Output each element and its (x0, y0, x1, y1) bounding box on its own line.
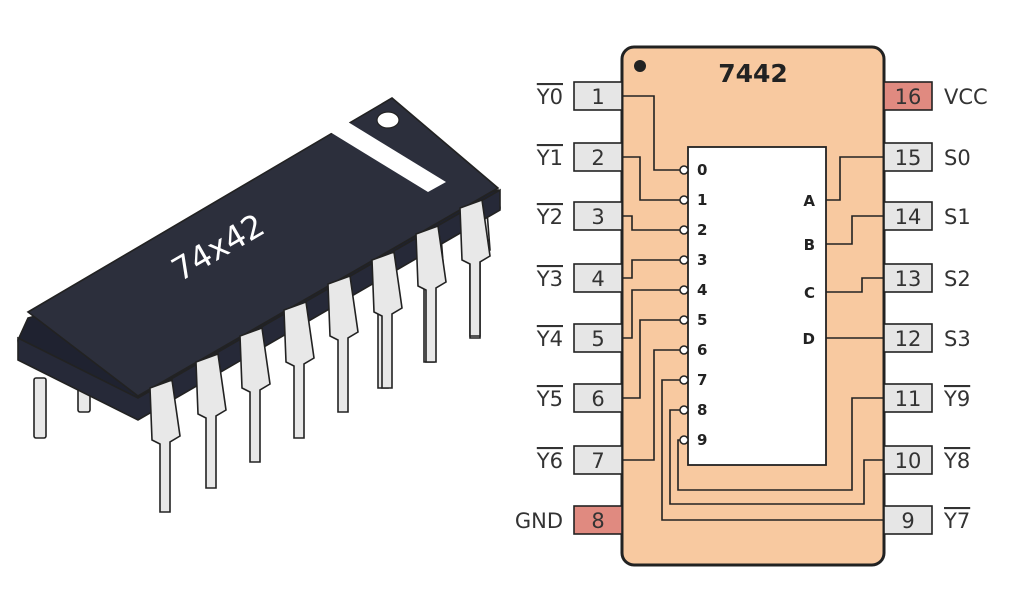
inner-input-c: C (804, 284, 815, 302)
inner-output-4: 4 (697, 281, 707, 299)
chip-stripe (330, 122, 446, 192)
pin-label-y0: Y0 (536, 85, 563, 109)
pin-label-y1: Y1 (536, 146, 563, 170)
pin-box-3 (573, 201, 623, 231)
pin-number-6: 6 (591, 387, 604, 411)
inner-output-labels: 0 1 2 3 4 5 6 7 8 9 (697, 161, 707, 449)
pin-box-6 (573, 383, 623, 413)
pin-number-1: 1 (591, 85, 604, 109)
inner-output-6: 6 (697, 341, 707, 359)
pin-number-9: 9 (901, 509, 914, 533)
pin-box-16 (883, 81, 933, 111)
pin-number-14: 14 (895, 205, 922, 229)
inner-output-2: 2 (697, 221, 707, 239)
pin-label-y7: Y7 (943, 509, 970, 533)
pin-box-9 (883, 505, 933, 535)
inner-input-a: A (803, 192, 815, 210)
pin1-dot (634, 60, 646, 72)
pin-number-8: 8 (591, 509, 604, 533)
pin-label-y3: Y3 (536, 267, 563, 291)
pin-number-11: 11 (895, 387, 922, 411)
pin-box-15 (883, 142, 933, 172)
inner-output-7: 7 (697, 371, 707, 389)
ic-title: 7442 (718, 59, 788, 88)
pin-label-vcc: VCC (944, 85, 988, 109)
pin-number-16: 16 (895, 85, 922, 109)
pin-label-s0: S0 (944, 146, 971, 170)
wires (622, 95, 884, 521)
inner-input-d: D (803, 330, 815, 348)
inner-output-3: 3 (697, 251, 707, 269)
pin-label-y9: Y9 (943, 387, 970, 411)
pin-label-y5: Y5 (536, 387, 563, 411)
inner-output-8: 8 (697, 401, 707, 419)
dip-chip-illustration: 74x42 (17, 97, 501, 513)
pin-label-gnd: GND (515, 509, 563, 533)
pin-label-y2: Y2 (536, 205, 563, 229)
right-pin-numbers: 16 15 14 13 12 11 10 9 (895, 85, 922, 533)
inner-input-b: B (804, 236, 815, 254)
output-bubbles (679, 165, 689, 445)
inner-output-9: 9 (697, 431, 707, 449)
pinout-diagram: 7 4 4 2 (515, 45, 988, 567)
chip-body-top (26, 97, 500, 397)
left-pin-boxes (573, 81, 623, 535)
front-pin-row (149, 198, 491, 513)
pin-number-5: 5 (591, 327, 604, 351)
pin-number-15: 15 (895, 146, 922, 170)
pin-box-12 (883, 323, 933, 353)
inner-output-5: 5 (697, 311, 707, 329)
pin-number-4: 4 (591, 267, 604, 291)
pin-box-8 (573, 505, 623, 535)
pin-number-10: 10 (895, 449, 922, 473)
pin-label-s3: S3 (944, 327, 971, 351)
pin-number-3: 3 (591, 205, 604, 229)
pin-number-7: 7 (591, 449, 604, 473)
pin-box-13 (883, 263, 933, 293)
left-pin-numbers: 1 2 3 4 5 6 7 8 (591, 85, 604, 533)
pin-box-14 (883, 201, 933, 231)
pin-label-s2: S2 (944, 267, 971, 291)
pin-box-1 (573, 81, 623, 111)
pin-box-10 (883, 445, 933, 475)
pin-box-2 (573, 142, 623, 172)
pin-label-s1: S1 (944, 205, 971, 229)
right-pin-labels: VCC S0 S1 S2 S3 Y9 Y8 Y7 (943, 85, 988, 533)
chip-body-front (17, 188, 501, 421)
decoder-block (687, 146, 827, 466)
pin-box-7 (573, 445, 623, 475)
pin-label-y6: Y6 (536, 449, 563, 473)
pin1-notch (376, 111, 400, 129)
inner-input-labels: A B C D (803, 192, 816, 348)
left-pin-labels: Y0 Y1 Y2 Y3 Y4 Y5 Y6 GND (515, 85, 563, 533)
right-pin-boxes (883, 81, 933, 535)
pin-box-5 (573, 323, 623, 353)
inner-output-0: 0 (697, 161, 707, 179)
pin-box-4 (573, 263, 623, 293)
pin-label-y8: Y8 (943, 449, 970, 473)
pin-label-y4: Y4 (536, 327, 563, 351)
pin-number-2: 2 (591, 146, 604, 170)
inner-output-1: 1 (697, 191, 707, 209)
pin-box-11 (883, 383, 933, 413)
pin-number-13: 13 (895, 267, 922, 291)
pin-number-12: 12 (895, 327, 922, 351)
